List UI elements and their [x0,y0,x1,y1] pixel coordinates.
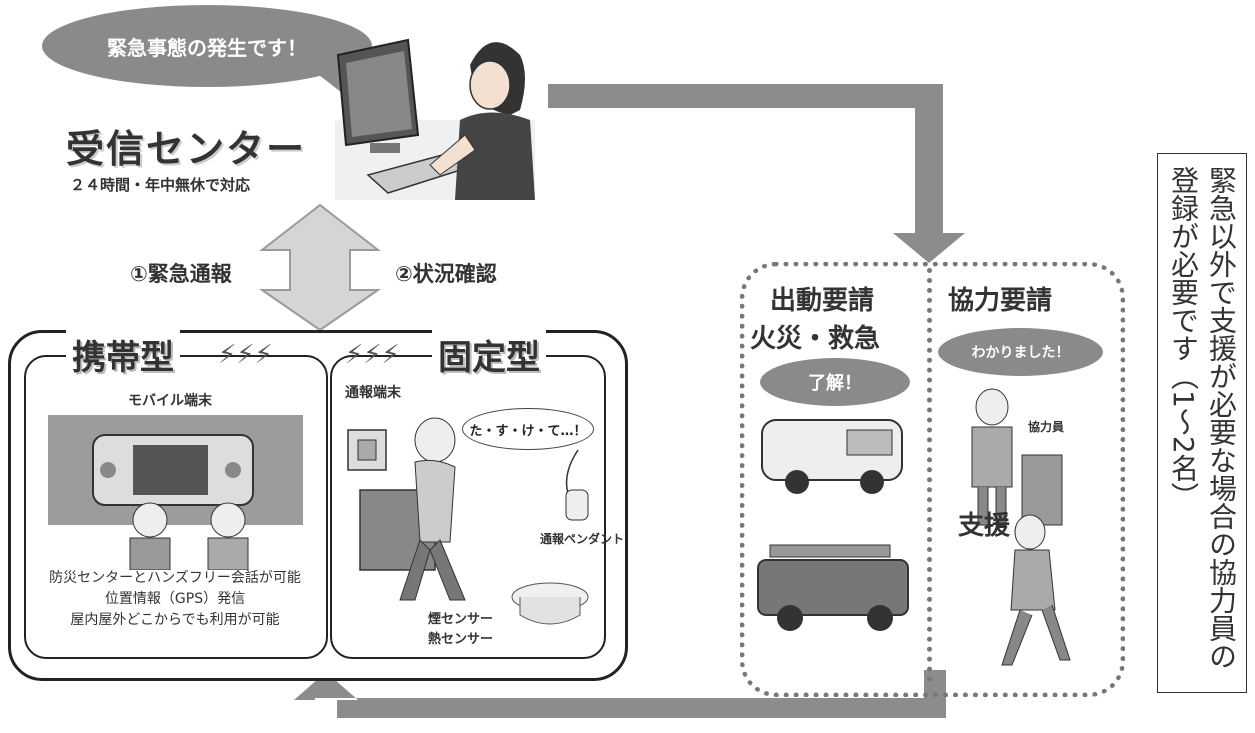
request-divider [927,268,932,682]
sensor-label-heat: 熱センサー [428,632,494,647]
cooperation-speech-text: わかりました！ [971,345,1070,361]
helper-label: 協力員 [1028,420,1065,434]
arrow-to-terminals [294,670,946,718]
side-note-line-1: 緊急以外で支援が必要な場合の協力員の [1205,166,1238,670]
signal-icon-fixed: ⚡⚡⚡ [345,340,400,370]
portable-feature: 防災センターとハンズフリー会話が可能 [49,570,301,586]
portable-feature-list: 防災センターとハンズフリー会話が可能 位置情報（GPS）発信 屋内屋外どこからで… [36,568,314,631]
dispatch-speech-text: 了解！ [808,373,862,394]
running-helper-illustration [1001,514,1071,666]
help-speech-text: た・す・け・て…！ [469,423,587,439]
signal-icon-portable: ⚡⚡⚡ [218,340,273,370]
step-status-check: ②状況確認 [395,262,497,286]
elderly-man-illustration [347,417,466,601]
cooperation-speech-bubble: わかりました！ [938,328,1103,376]
side-note-box: 緊急以外で支援が必要な場合の協力員の 登録が必要です（1～2名） [1157,153,1247,693]
dispatch-category: 火災・救急 [750,324,881,354]
operator-illustration [335,38,535,200]
elderly-couple-illustration [129,502,249,570]
dispatch-title: 出動要請 [770,286,875,316]
reception-center-title: 受信センター [66,127,307,171]
portable-feature: 屋内屋外どこからでも利用が可能 [70,612,280,628]
help-speech-bubble: た・す・け・て…！ [462,408,594,450]
helper-illustration [971,388,1063,526]
side-note-line-2: 登録が必要です（1～2名） [1167,166,1200,510]
mobile-device-photo [48,415,303,525]
portable-title: 携帯型 [66,330,180,379]
reception-center-subtitle: ２４時間・年中無休で対応 [70,176,251,194]
arrow-bidirectional [258,203,382,332]
support-label: 支援 [958,511,1011,541]
cooperation-title: 協力要請 [948,286,1053,316]
dispatch-speech-bubble: 了解！ [760,358,910,406]
fire-truck-illustration [757,544,909,631]
sensor-label-smoke: 煙センサー [428,612,494,627]
mobile-device-label: モバイル端末 [128,393,212,409]
pendant-illustration [565,449,589,521]
pendant-label: 通報ペンダント [540,532,625,546]
emergency-speech-text: 緊急事態の発生です！ [107,35,307,60]
smoke-sensor-illustration [511,582,589,625]
emergency-speech-bubble: 緊急事態の発生です！ [42,5,372,87]
arrow-to-request [548,84,965,263]
portable-feature: 位置情報（GPS）発信 [104,591,246,607]
fixed-terminal-label: 通報端末 [345,385,401,401]
ambulance-illustration [761,419,903,494]
fixed-title: 固定型 [432,330,546,379]
step-emergency-call: ①緊急通報 [130,262,232,286]
request-dotted-box [740,262,1125,697]
